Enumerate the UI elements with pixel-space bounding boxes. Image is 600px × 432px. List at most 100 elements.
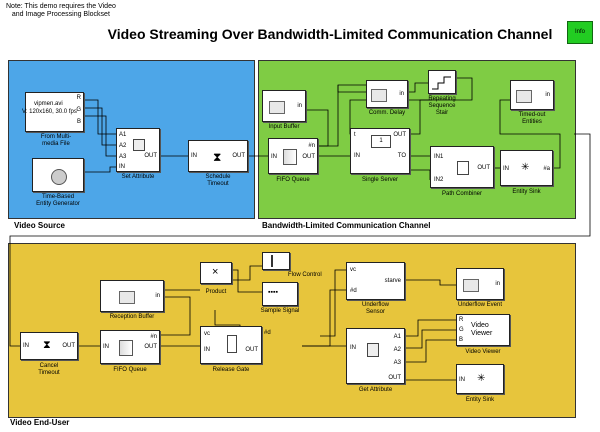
- input-buffer-block[interactable]: in: [262, 90, 306, 122]
- combiner-icon: [457, 161, 469, 175]
- path-combiner-block[interactable]: IN1 IN2 OUT: [430, 146, 494, 188]
- underflow-sensor-label: Underflow Sensor: [361, 302, 389, 315]
- port-b: B: [459, 337, 464, 343]
- fifo-queue-1-label: FIFO Queue: [276, 177, 310, 183]
- product-block[interactable]: ×: [200, 262, 232, 284]
- port-in: IN: [23, 343, 29, 349]
- cancel-timeout-block[interactable]: IN OUT ⧗: [20, 332, 78, 360]
- underflow-sensor-block[interactable]: vc #d starve: [346, 262, 405, 300]
- port-r: R: [76, 95, 81, 101]
- port-g: G: [76, 107, 81, 113]
- fifo-queue-2[interactable]: IN #n OUT: [100, 330, 160, 364]
- gate-icon: [227, 335, 237, 353]
- port-in: IN: [119, 164, 125, 170]
- entity-sink-2[interactable]: IN ✳: [456, 364, 504, 394]
- reception-buffer-label: Reception Buffer: [109, 314, 155, 320]
- hourglass-icon: ⧗: [213, 150, 222, 164]
- sample-signal-label: Sample Signal: [260, 308, 300, 314]
- schedule-timeout-label: Schedule Timeout: [205, 174, 231, 187]
- port-r: R: [459, 317, 464, 323]
- scope-icon: [463, 279, 479, 292]
- entity-sink-2-label: Entity Sink: [465, 397, 495, 403]
- schedule-timeout-block[interactable]: IN OUT ⧗: [188, 140, 248, 172]
- port-in: IN: [103, 344, 109, 350]
- multiply-icon: ×: [212, 266, 219, 278]
- info-button[interactable]: Info: [567, 21, 593, 44]
- port-a2: A2: [119, 143, 127, 149]
- flow-control-label: Flow Control: [288, 272, 322, 278]
- sample-signal-block[interactable]: ▪▪▪▪: [262, 282, 298, 306]
- input-buffer-label: Input Buffer: [268, 124, 300, 130]
- sequence-stair-block[interactable]: [428, 70, 456, 94]
- port-a1: A1: [393, 334, 401, 340]
- port-in: in: [399, 91, 404, 97]
- attribute-icon: [367, 343, 379, 357]
- port-n: #n: [150, 334, 157, 340]
- timed-out-block[interactable]: in: [510, 80, 554, 110]
- port-in: in: [297, 103, 302, 109]
- port-a2: A2: [393, 347, 401, 353]
- port-out: OUT: [144, 344, 157, 350]
- port-d: #d: [264, 330, 271, 336]
- multimedia-label: From Multi- media File: [40, 134, 72, 147]
- port-in: IN: [459, 377, 465, 383]
- port-t: t: [354, 132, 356, 138]
- underflow-event-block[interactable]: in: [456, 268, 504, 300]
- port-a3: A3: [119, 154, 127, 160]
- port-out: OUT: [62, 343, 75, 349]
- hourglass-icon: ⧗: [43, 339, 51, 351]
- video-viewer-block[interactable]: R G B Video Viewer: [456, 314, 510, 346]
- timed-out-label: Timed-out Entities: [518, 112, 546, 125]
- port-b: B: [76, 119, 81, 125]
- port-in: IN: [204, 347, 210, 353]
- get-attribute-label: Get Attribute: [358, 387, 393, 393]
- multimedia-spec: V: 120x160, 30.0 fps: [22, 109, 77, 115]
- reception-buffer-block[interactable]: in: [100, 280, 164, 312]
- port-in: in: [495, 281, 500, 287]
- release-gate-block[interactable]: vc IN OUT: [200, 326, 262, 364]
- port-in: in: [155, 293, 160, 299]
- queue-icon: [283, 149, 297, 165]
- port-vc: vc: [350, 267, 356, 273]
- port-a1: A1: [119, 132, 127, 138]
- scope-icon: [269, 101, 285, 114]
- flow-control-block[interactable]: [262, 252, 290, 270]
- port-in: in: [545, 92, 550, 98]
- set-attribute-label: Set Attribute: [121, 174, 155, 180]
- port-out: OUT: [232, 153, 245, 159]
- entity-generator-block[interactable]: [32, 158, 84, 192]
- d-port-tag: #d: [262, 326, 302, 346]
- underflow-event-label: Underflow Event: [457, 302, 503, 308]
- scope-icon: [516, 90, 532, 103]
- port-out: OUT: [393, 132, 406, 138]
- server-icon: 1: [371, 135, 391, 148]
- port-in: IN: [191, 153, 197, 159]
- get-attribute-block[interactable]: IN A1 A2 A3 OUT: [346, 328, 405, 384]
- fifo-queue-1[interactable]: IN #n OUT: [268, 138, 318, 174]
- port-in1: IN1: [434, 154, 444, 160]
- viewer-title: Video Viewer: [471, 322, 493, 337]
- comm-delay-label: Comm. Delay: [368, 110, 406, 116]
- multimedia-filename: vipmen.avi: [34, 101, 63, 107]
- port-out: OUT: [144, 153, 157, 159]
- port-in: IN: [350, 345, 356, 351]
- requirements-note: Note: This demo requires the Video and I…: [6, 3, 116, 18]
- port-in: IN: [354, 153, 360, 159]
- port-g: G: [459, 327, 464, 333]
- stair-icon: [432, 76, 451, 90]
- port-a3: A3: [393, 360, 401, 366]
- enduser-label: Video End-User: [10, 418, 70, 427]
- scope-icon: [119, 291, 135, 304]
- entity-sink-1[interactable]: IN #a ✳: [500, 150, 553, 186]
- set-attribute-block[interactable]: A1 A2 A3 IN OUT: [116, 128, 160, 172]
- attribute-icon: [133, 139, 145, 151]
- queue-icon: [119, 340, 133, 356]
- port-out: OUT: [245, 347, 258, 353]
- multimedia-file-block[interactable]: vipmen.avi V: 120x160, 30.0 fps R G B: [22, 92, 84, 132]
- port-n: #n: [308, 143, 315, 149]
- single-server-block[interactable]: t IN OUT TO 1: [350, 128, 410, 174]
- comm-delay-block[interactable]: in: [366, 80, 408, 108]
- fifo-queue-2-label: FIFO Queue: [113, 367, 147, 373]
- entity-sink-1-label: Entity Sink: [512, 189, 541, 195]
